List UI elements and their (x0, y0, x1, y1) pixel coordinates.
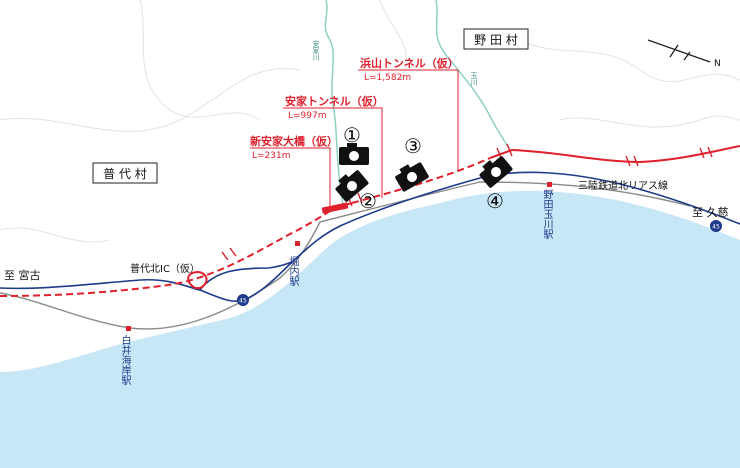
tamagawa-river (435, 0, 511, 151)
national-road-45 (0, 171, 740, 303)
north-label: N (714, 59, 721, 69)
railway (0, 181, 691, 330)
village-box-futai (92, 162, 158, 184)
structure-name-hamayama: 浜山トンネル（仮） (360, 56, 459, 70)
route-shield-label: 45 (239, 298, 247, 305)
place-to-kuji: 至 久慈 (692, 205, 729, 219)
camera-icon (339, 143, 369, 165)
sea (0, 190, 740, 468)
photo-point-2: ② (359, 189, 377, 213)
photo-point-4: ④ (486, 189, 504, 213)
contour-lines (0, 0, 740, 243)
structure-length-akka-bridge: L=231m (252, 151, 291, 161)
akka-river (324, 0, 345, 211)
place-to-miyako: 至 宮古 (4, 268, 41, 282)
photo-point-3: ③ (404, 134, 422, 158)
camera-icon (395, 162, 429, 192)
village-futai: 普 代 村 (103, 167, 147, 181)
railway-line-label: 三陸鉄道北リアス線 (578, 179, 668, 192)
structure-length-akka-tunnel: L=997m (288, 111, 327, 121)
village-box-noda (463, 28, 529, 50)
camera-icon (479, 156, 513, 188)
north-arrow (647, 39, 711, 63)
village-noda: 野 田 村 (474, 33, 518, 47)
structure-length-hamayama: L=1,582m (364, 73, 411, 83)
station-markers (126, 182, 552, 331)
new-road-ic-loop (187, 270, 208, 289)
station-noda-tamagawa: 野田玉川駅 (541, 189, 552, 239)
camera-icon (335, 170, 369, 202)
new-road-sanriku (0, 145, 740, 297)
station-horinai: 堀内駅 (287, 256, 298, 286)
bridge-marker (321, 202, 349, 214)
river-tamagawa-label: 玉川 (470, 72, 478, 86)
river-akka-label: 安家川 (312, 40, 320, 61)
photo-point-1: ① (343, 123, 361, 147)
structure-name-akka-bridge: 新安家大橋（仮） (250, 134, 338, 148)
route-shield-45 (237, 220, 722, 306)
structure-name-akka-tunnel: 安家トンネル（仮） (285, 94, 384, 108)
station-shirai-kaigan: 白井海岸駅 (119, 335, 130, 385)
interchange-label: 普代北IC（仮） (130, 262, 200, 275)
structure-leaders (250, 69, 459, 206)
route-shield-label: 45 (712, 224, 720, 231)
